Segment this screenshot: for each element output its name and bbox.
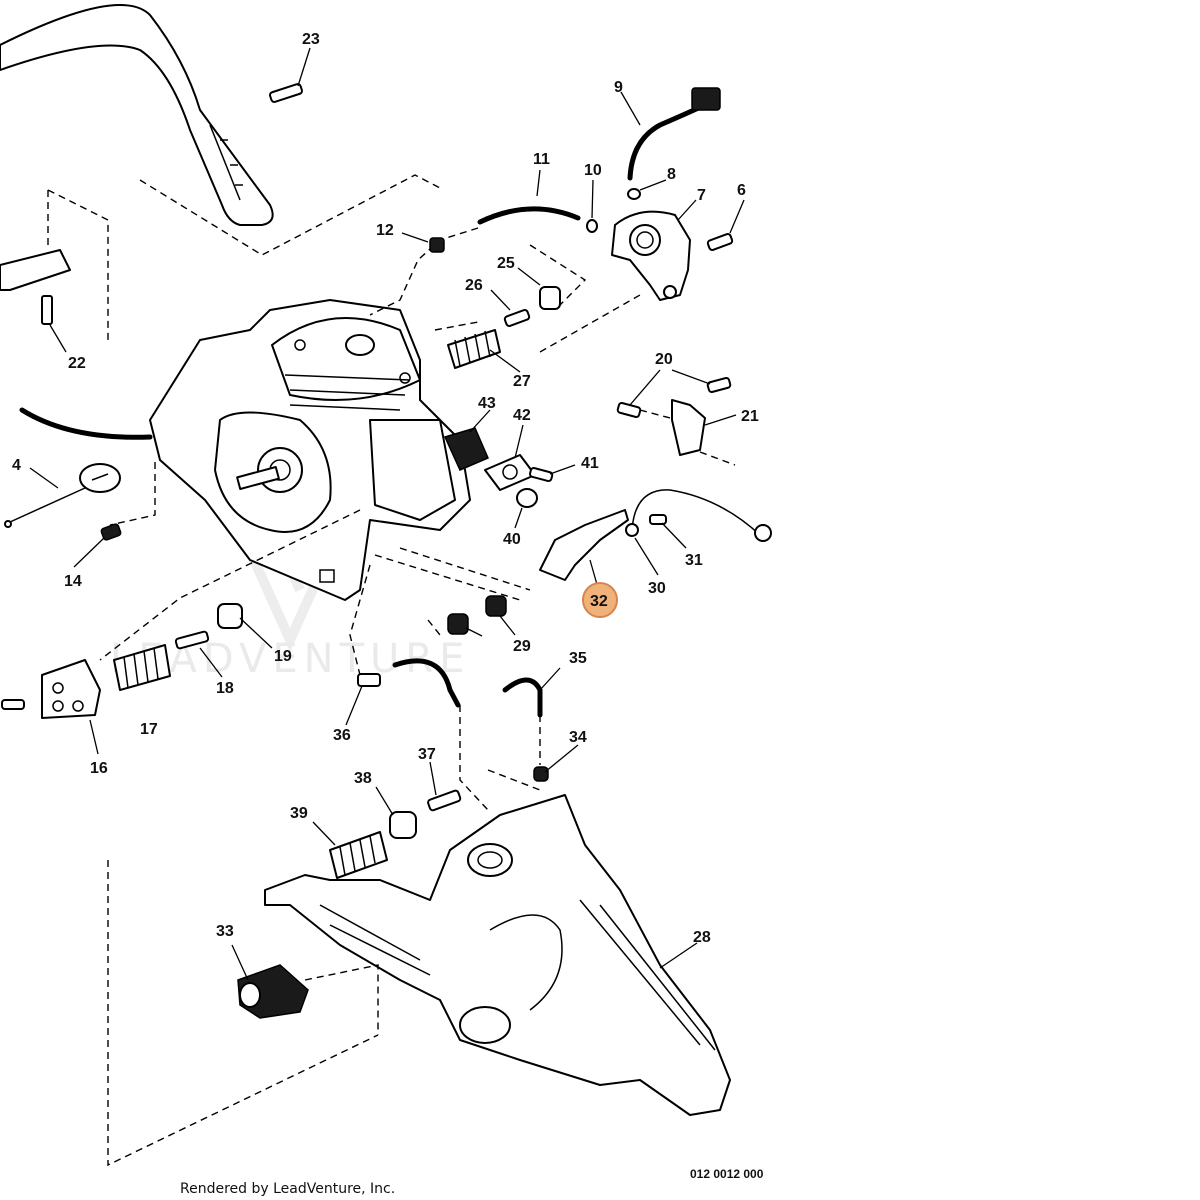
screw-left[interactable] bbox=[1, 699, 25, 710]
o-ring-40[interactable] bbox=[516, 488, 538, 508]
callout-6[interactable]: 6 bbox=[737, 182, 746, 199]
callout-20[interactable]: 20 bbox=[655, 351, 673, 368]
o-ring-10[interactable] bbox=[586, 219, 598, 233]
callout-32[interactable]: 32 bbox=[590, 593, 608, 610]
crankcase-cylinder-assembly[interactable] bbox=[149, 299, 471, 601]
fitting-36[interactable] bbox=[357, 673, 381, 687]
oil-hose-9[interactable] bbox=[627, 87, 721, 181]
rod-4[interactable] bbox=[4, 463, 121, 528]
screw-31[interactable] bbox=[649, 514, 667, 525]
callout-38[interactable]: 38 bbox=[354, 770, 372, 787]
leader-lines bbox=[29, 47, 745, 981]
callout-31[interactable]: 31 bbox=[685, 552, 703, 569]
callout-25[interactable]: 25 bbox=[497, 255, 515, 272]
screw-18[interactable] bbox=[174, 630, 210, 650]
callout-42[interactable]: 42 bbox=[513, 407, 531, 424]
callout-19[interactable]: 19 bbox=[274, 648, 292, 665]
callout-8[interactable]: 8 bbox=[667, 166, 676, 183]
credit-text: Rendered by LeadVenture, Inc. bbox=[180, 1181, 396, 1197]
cable-30[interactable] bbox=[625, 489, 772, 542]
callout-4[interactable]: 4 bbox=[12, 457, 21, 474]
callout-32-highlight[interactable]: 32 bbox=[582, 582, 618, 618]
callout-27[interactable]: 27 bbox=[513, 373, 531, 390]
cable-left[interactable] bbox=[19, 407, 153, 440]
drawing-code: 012 0012 000 bbox=[690, 1167, 764, 1181]
callout-26[interactable]: 26 bbox=[465, 277, 483, 294]
flange-42[interactable] bbox=[484, 454, 536, 491]
rear-handle-tank-28[interactable] bbox=[264, 794, 731, 1116]
screw-26[interactable] bbox=[503, 309, 531, 327]
intake-boot-33[interactable] bbox=[237, 964, 309, 1019]
screw-20[interactable] bbox=[616, 376, 732, 419]
screw-41[interactable] bbox=[529, 466, 554, 483]
callout-labels: 23 9 11 10 8 7 6 12 25 26 22 27 20 43 42… bbox=[12, 31, 759, 946]
oil-pump-part[interactable] bbox=[611, 210, 691, 301]
callout-39[interactable]: 39 bbox=[290, 805, 308, 822]
screw-37[interactable] bbox=[427, 789, 462, 812]
callout-41[interactable]: 41 bbox=[581, 455, 599, 472]
callout-40[interactable]: 40 bbox=[503, 531, 521, 548]
callout-33[interactable]: 33 bbox=[216, 923, 234, 940]
o-ring-8[interactable] bbox=[627, 188, 641, 200]
callout-14[interactable]: 14 bbox=[64, 573, 82, 590]
intake-boot-43[interactable] bbox=[443, 427, 489, 471]
buffer-29[interactable] bbox=[447, 595, 507, 635]
callout-28[interactable]: 28 bbox=[693, 929, 711, 946]
spring-17[interactable] bbox=[113, 644, 171, 691]
plate-16[interactable] bbox=[41, 659, 101, 719]
handle-bar-part[interactable] bbox=[0, 249, 71, 325]
callout-9[interactable]: 9 bbox=[614, 79, 623, 96]
callout-11[interactable]: 11 bbox=[533, 151, 550, 168]
callout-17[interactable]: 17 bbox=[140, 721, 158, 738]
callout-10[interactable]: 10 bbox=[584, 162, 602, 179]
plug-14[interactable] bbox=[100, 523, 122, 541]
callout-29[interactable]: 29 bbox=[513, 638, 531, 655]
buffer-25[interactable] bbox=[539, 286, 561, 310]
sleeve-19[interactable] bbox=[217, 603, 243, 629]
plug-12[interactable] bbox=[429, 237, 445, 253]
callout-36[interactable]: 36 bbox=[333, 727, 351, 744]
front-handle-part[interactable] bbox=[0, 4, 274, 226]
handle-screw-23[interactable] bbox=[269, 83, 303, 103]
callout-7[interactable]: 7 bbox=[697, 187, 706, 204]
callout-30[interactable]: 30 bbox=[648, 580, 666, 597]
grommet-34[interactable] bbox=[533, 766, 549, 782]
spring-27[interactable] bbox=[447, 329, 501, 369]
callout-43[interactable]: 43 bbox=[478, 395, 496, 412]
callout-16[interactable]: 16 bbox=[90, 760, 108, 777]
callout-37[interactable]: 37 bbox=[418, 746, 436, 763]
lever-32[interactable] bbox=[539, 509, 629, 581]
callout-21[interactable]: 21 bbox=[741, 408, 759, 425]
callout-34[interactable]: 34 bbox=[569, 729, 587, 746]
callout-18[interactable]: 18 bbox=[216, 680, 234, 697]
bracket-21[interactable] bbox=[671, 399, 706, 456]
callout-23[interactable]: 23 bbox=[302, 31, 320, 48]
callout-12[interactable]: 12 bbox=[376, 222, 394, 239]
sleeve-38[interactable] bbox=[389, 811, 417, 839]
oil-pump-screw-6[interactable] bbox=[706, 233, 734, 251]
callout-22[interactable]: 22 bbox=[68, 355, 86, 372]
spring-39[interactable] bbox=[329, 831, 388, 879]
callout-35[interactable]: 35 bbox=[569, 650, 587, 667]
hose-11[interactable] bbox=[477, 206, 581, 225]
